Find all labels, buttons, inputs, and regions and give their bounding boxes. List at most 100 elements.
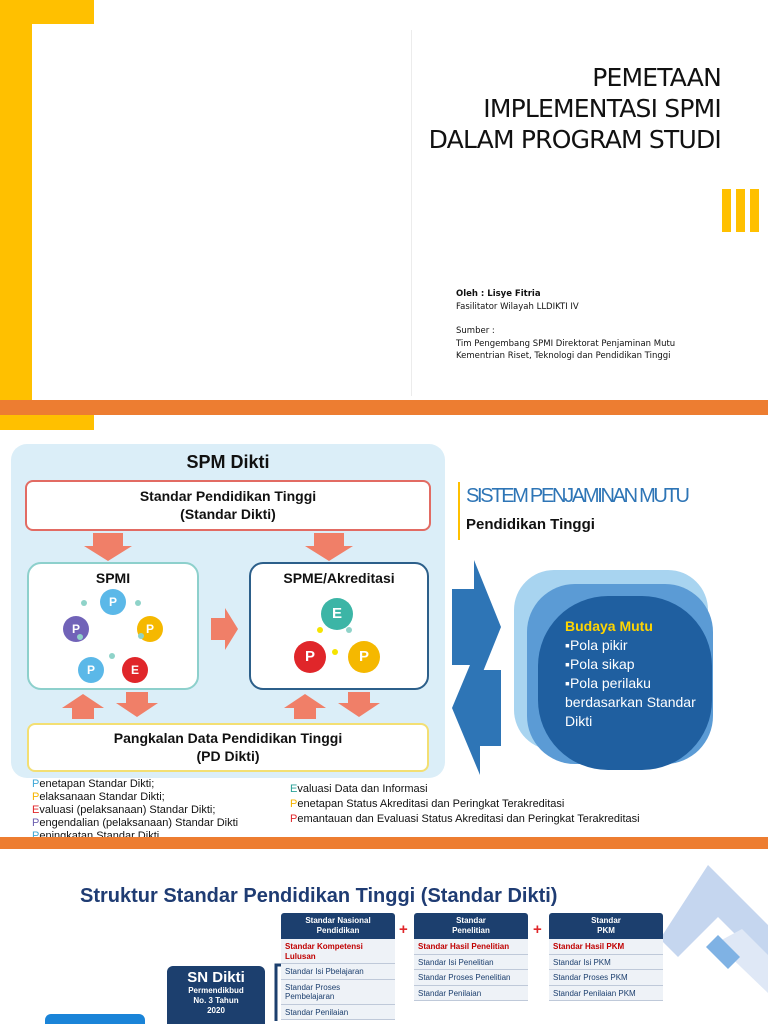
standard-row: Standar Hasil Penelitian bbox=[414, 939, 528, 955]
title-line: IMPLEMENTASI SPMI bbox=[483, 94, 722, 123]
legend-line: Pengendalian (pelaksanaan) Standar Dikti bbox=[32, 817, 238, 830]
sn-sub: No. 3 Tahun bbox=[193, 996, 239, 1005]
standard-row: Standar Penilaian PKM bbox=[549, 985, 663, 1001]
cycle-node-p: P bbox=[78, 657, 104, 683]
arrow-down-right bbox=[338, 692, 380, 717]
slide-title: Struktur Standar Pendidikan Tinggi (Stan… bbox=[80, 885, 558, 907]
cycle-node-p: P bbox=[294, 641, 326, 673]
budaya-item: ▪Pola perilaku berdasarkan Standar Dikti bbox=[565, 675, 696, 729]
bar bbox=[736, 189, 745, 232]
pd-dikti-box: Pangkalan Data Pendidikan Tinggi (PD Dik… bbox=[27, 723, 429, 772]
legend-initial: P bbox=[290, 813, 298, 825]
struktur-standar-slide: Struktur Standar Pendidikan Tinggi (Stan… bbox=[0, 863, 768, 1024]
author-info: Oleh : Lisye Fitria Fasilitator Wilayah … bbox=[456, 288, 675, 363]
legend-initial: P bbox=[32, 817, 40, 829]
bar bbox=[722, 189, 731, 232]
title-slide: PEMETAAN IMPLEMENTASI SPMI DALAM PROGRAM… bbox=[0, 0, 768, 430]
blue-arrow-left bbox=[452, 641, 501, 775]
legend-text: enetapan Status Akreditasi dan Peringkat… bbox=[297, 798, 565, 810]
standard-row: Standar Penilaian bbox=[414, 985, 528, 1001]
legend-initial: P bbox=[32, 830, 40, 842]
standar-line: (Standar Dikti) bbox=[180, 506, 276, 522]
spme-cycle-arrows bbox=[317, 627, 352, 655]
spmi-label: SPMI bbox=[95, 570, 131, 586]
decorative-diamonds bbox=[660, 865, 768, 993]
legend-initial: P bbox=[290, 798, 298, 810]
arrow-up-right bbox=[284, 694, 326, 719]
legend-line: Evaluasi (pelaksanaan) Standar Dikti; bbox=[32, 804, 238, 817]
legend-text: elaksanaan Standar Dikti; bbox=[39, 791, 165, 803]
blue-arrow-right bbox=[452, 560, 501, 694]
legend-text: emantauan dan Evaluasi Status Akreditasi… bbox=[297, 813, 640, 825]
column-header-line: Standar bbox=[456, 916, 486, 925]
source-line: Kementrian Riset, Teknologi dan Pendidik… bbox=[456, 351, 671, 361]
legend-initial: P bbox=[32, 778, 40, 790]
system-title: SISTEM PENJAMINAN MUTU bbox=[466, 485, 690, 507]
legend-line: Evaluasi Data dan Informasi bbox=[290, 782, 640, 797]
standard-row: Standar Isi Penelitian bbox=[414, 954, 528, 970]
source-label: Sumber : bbox=[456, 326, 495, 336]
orange-band bbox=[0, 837, 768, 849]
standar-line: Standar Pendidikan Tinggi bbox=[139, 488, 317, 504]
cycle-node-e: E bbox=[122, 657, 148, 683]
cycle-node-p: P bbox=[348, 641, 380, 673]
title-card bbox=[32, 24, 768, 400]
budaya-title: Budaya Mutu bbox=[565, 618, 653, 634]
cycle-node-p: P bbox=[100, 589, 126, 615]
standard-row: Standar Isi PKM bbox=[549, 954, 663, 970]
title-line: DALAM PROGRAM STUDI bbox=[428, 125, 722, 154]
pd-line: (PD Dikti) bbox=[196, 748, 260, 764]
legend-line: Penetapan Status Akreditasi dan Peringka… bbox=[290, 797, 640, 812]
plus-icon: + bbox=[399, 921, 408, 938]
standard-row: Standar Kompetensi Lulusan bbox=[281, 939, 395, 964]
column-header-line: Penelitian bbox=[452, 926, 490, 935]
legend-initial: E bbox=[290, 783, 298, 795]
arrow-down-spme bbox=[305, 533, 353, 561]
blue-block bbox=[45, 1014, 145, 1024]
ppepp-legend: Penetapan Standar Dikti;Pelaksanaan Stan… bbox=[32, 778, 238, 843]
sn-dikti-title: SN Dikti bbox=[187, 969, 245, 986]
bar bbox=[750, 189, 759, 232]
slide-title: PEMETAAN IMPLEMENTASI SPMI DALAM PROGRAM… bbox=[361, 62, 722, 155]
column-header-line: Standar Nasional bbox=[305, 916, 371, 925]
cycle-node-e: E bbox=[321, 598, 353, 630]
budaya-item: ▪Pola pikir bbox=[565, 637, 628, 653]
spme-box: SPME/Akreditasi E P P bbox=[249, 562, 429, 690]
standard-row: Standar Hasil PKM bbox=[549, 939, 663, 955]
legend-text: valuasi (pelaksanaan) Standar Dikti; bbox=[39, 804, 216, 816]
budaya-mutu: Budaya Mutu ▪Pola pikir ▪Pola sikap ▪Pol… bbox=[565, 617, 715, 731]
legend-text: valuasi Data dan Informasi bbox=[297, 783, 428, 795]
sn-sub: Permendikbud bbox=[188, 986, 244, 995]
spm-dikti-panel: SPM Dikti Standar Pendidikan Tinggi (Sta… bbox=[11, 444, 445, 778]
arrow-right bbox=[211, 608, 238, 650]
legend-initial: P bbox=[32, 791, 40, 803]
budaya-item: ▪Pola sikap bbox=[565, 656, 635, 672]
standard-row: Standar Proses Pembelajaran bbox=[281, 979, 395, 1005]
spme-label: SPME/Akreditasi bbox=[283, 570, 395, 586]
source-line: Tim Pengembang SPMI Direktorat Penjamina… bbox=[456, 338, 676, 349]
title-line: PEMETAAN bbox=[592, 63, 722, 92]
standard-row: Standar Proses PKM bbox=[549, 970, 663, 986]
legend-text: engendalian (pelaksanaan) Standar Dikti bbox=[39, 817, 239, 829]
legend-initial: E bbox=[32, 804, 40, 816]
plus-icon: + bbox=[533, 921, 542, 938]
legend-line: Pemantauan dan Evaluasi Status Akreditas… bbox=[290, 812, 640, 827]
diagram-arrows bbox=[62, 533, 713, 775]
cycle-node-p: P bbox=[63, 616, 89, 642]
orange-band bbox=[0, 400, 768, 415]
spm-dikti-slide: SPM Dikti Standar Pendidikan Tinggi (Sta… bbox=[0, 430, 768, 863]
layer-front bbox=[538, 596, 712, 770]
column-header-line: Standar bbox=[591, 916, 621, 925]
sn-sub: 2020 bbox=[207, 1006, 225, 1015]
author: Oleh : Lisye Fitria bbox=[456, 289, 541, 299]
spmi-cycle-arrows bbox=[77, 600, 144, 659]
pd-line: Pangkalan Data Pendidikan Tinggi bbox=[113, 730, 343, 746]
author-role: Fasilitator Wilayah LLDIKTI IV bbox=[456, 301, 579, 312]
